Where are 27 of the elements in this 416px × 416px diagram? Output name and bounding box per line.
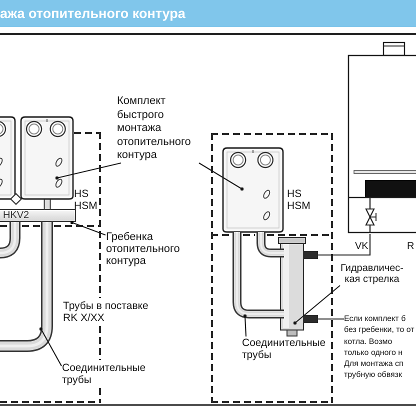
note-text: Если комплект б без гребенки, то от котла. Возмо только одного н Для монтажа сп трубную обвязк (344, 313, 416, 381)
callout-text: Гидравличес- кая стрелка (336, 263, 408, 285)
manifold-bar: HKV2 (0, 209, 76, 222)
boiler-drawing (347, 41, 416, 234)
pipe-label: R (407, 241, 414, 252)
model-code-label: HS HSM (287, 188, 310, 212)
leader-line (55, 162, 122, 180)
leader-line (70, 220, 106, 236)
leader-line (293, 285, 340, 325)
callout-text: Комплект быстрого монтажа отопительного контура (117, 95, 203, 162)
dashed-frame (211, 133, 333, 403)
callout-text: Соединительные трубы (242, 337, 330, 361)
heating-module-drawing (222, 147, 284, 233)
title-text: ажа отопительного контура (0, 6, 186, 22)
callout-text: Соединительные трубы (62, 362, 154, 386)
part-label: Трубы в поставке RK X/XX (63, 300, 150, 324)
heating-module-drawing (20, 116, 74, 210)
callout-text: Гребенка отопительного контура (106, 231, 188, 267)
leader-line (243, 314, 247, 337)
leader-line (198, 162, 244, 191)
pipe-line (318, 234, 371, 256)
pipe-label: VK (355, 241, 368, 252)
pipe-drawing (0, 222, 54, 354)
model-code-label: HS HSM (74, 188, 98, 212)
pipe-line (318, 318, 344, 320)
leader-line (39, 327, 62, 366)
hydraulic-separator-drawing (277, 237, 318, 338)
